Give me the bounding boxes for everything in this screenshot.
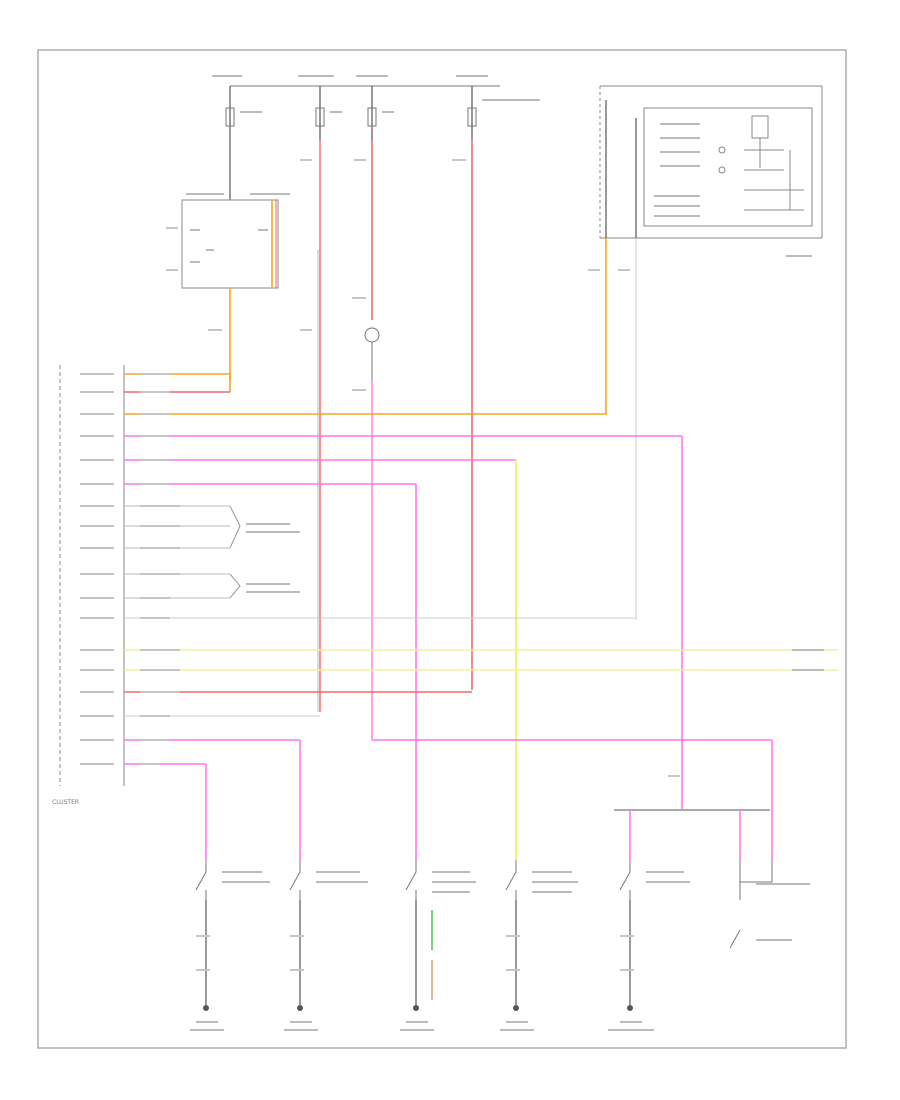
fuse-drops bbox=[229, 86, 473, 200]
cluster-label: CLUSTER bbox=[52, 799, 79, 806]
relay-label-marks bbox=[186, 193, 290, 263]
bracket-label-marks bbox=[246, 523, 824, 671]
switch-icon bbox=[505, 860, 517, 900]
fuse-icon bbox=[367, 107, 377, 127]
fuse-icon bbox=[467, 107, 477, 127]
wire-tag-marks bbox=[140, 159, 680, 971]
ground-icon bbox=[627, 1005, 633, 1011]
diagram-frame bbox=[37, 49, 847, 1049]
ground-icon bbox=[203, 1005, 209, 1011]
switch-module bbox=[599, 85, 823, 239]
ground-icon bbox=[413, 1005, 419, 1011]
connector-brackets bbox=[229, 505, 241, 599]
switch-label-marks bbox=[222, 871, 810, 941]
relay-module bbox=[181, 199, 279, 289]
pin-label-marks bbox=[80, 373, 114, 765]
ground-icon bbox=[513, 1005, 519, 1011]
ground-symbols bbox=[203, 1005, 633, 1011]
switch-module-label-marks bbox=[654, 123, 812, 257]
cluster-connector bbox=[59, 365, 125, 786]
fuse-icon bbox=[315, 107, 325, 127]
cluster-wires bbox=[124, 373, 838, 860]
fuse-icons bbox=[225, 107, 477, 127]
indicator-lamp bbox=[364, 327, 380, 380]
switch-icon bbox=[195, 860, 207, 900]
switch-icon bbox=[289, 860, 301, 900]
fuse-label-marks bbox=[212, 75, 540, 113]
ground-icon bbox=[297, 1005, 303, 1011]
switch-icon bbox=[729, 860, 741, 949]
switch-icon bbox=[619, 860, 631, 900]
fuse-icon bbox=[225, 107, 235, 127]
ground-wires bbox=[205, 900, 631, 1005]
ground-label-marks bbox=[190, 1021, 654, 1031]
bottom-switches bbox=[195, 860, 773, 949]
switch-icon bbox=[405, 860, 417, 900]
